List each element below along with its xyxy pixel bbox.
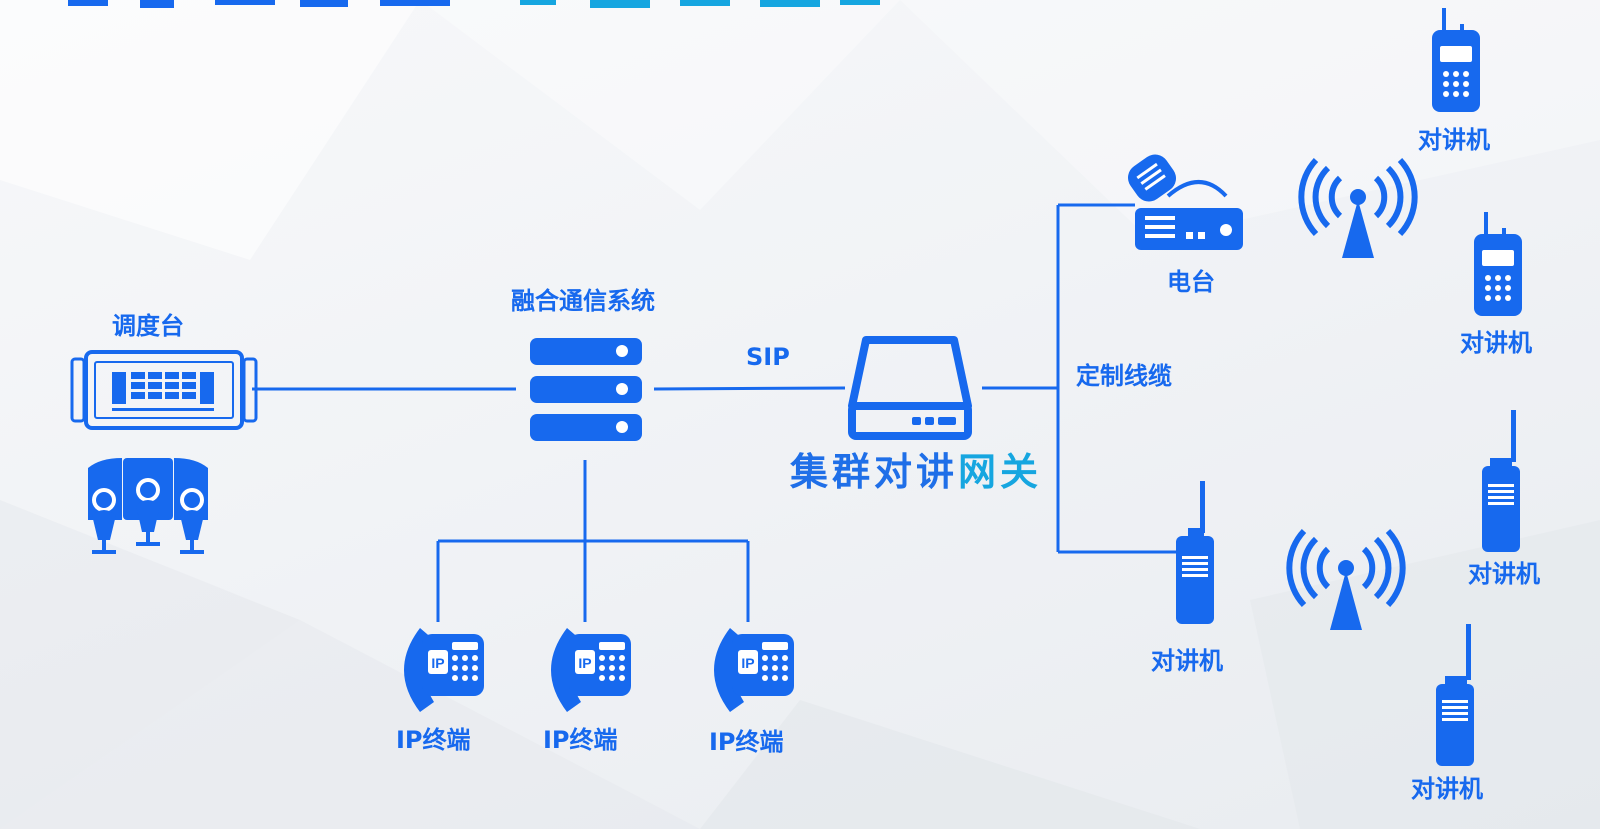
walkie-talkie-icon <box>1176 481 1214 624</box>
walkie-talkie-icon <box>1432 8 1480 112</box>
fusion-system-label: 融合通信系统 <box>511 287 655 315</box>
server-stack-icon <box>530 338 642 441</box>
ip-terminal-label: IP终端 <box>543 726 618 754</box>
gateway-label-part1: 集群对讲 <box>790 450 959 494</box>
walkie-talkie-label: 对讲机 <box>1468 560 1540 588</box>
cropped-title-strokes <box>68 0 880 8</box>
walkie-talkie-label: 对讲机 <box>1418 126 1490 154</box>
gateway-box-icon <box>848 336 972 440</box>
walkie-talkie-icon <box>1482 410 1520 552</box>
cable-edge-label: 定制线缆 <box>1076 362 1172 390</box>
walkie-talkie-label: 对讲机 <box>1151 647 1223 675</box>
radio-station-label: 电台 <box>1167 268 1215 296</box>
ip-phone-icon: IP <box>404 628 484 712</box>
signal-tower-icon <box>1286 528 1406 630</box>
ip-phone-icon: IP <box>551 628 631 712</box>
ip-phone-icon: IP <box>714 628 794 712</box>
walkie-talkie-icon <box>1436 624 1474 766</box>
ip-phone-text: IP <box>741 655 754 671</box>
signal-tower-icon <box>1298 157 1418 258</box>
sip-edge-label: SIP <box>746 343 790 371</box>
walkie-talkie-label: 对讲机 <box>1411 775 1483 803</box>
walkie-talkie-label: 对讲机 <box>1460 329 1532 357</box>
connection-lines <box>252 203 1178 622</box>
gateway-label: 集群对讲网关 <box>790 453 1042 491</box>
ip-phone-text: IP <box>578 655 591 671</box>
ip-terminal-label: IP终端 <box>396 726 471 754</box>
gateway-label-part2: 网关 <box>958 450 1043 494</box>
ip-terminal-label: IP终端 <box>709 728 784 756</box>
line-system-to-gateway <box>653 386 846 391</box>
dispatch-console-label: 调度台 <box>112 312 184 340</box>
radio-station-icon <box>1128 154 1243 250</box>
dispatch-console-icon <box>70 350 258 430</box>
ip-phone-text: IP <box>431 655 444 671</box>
operators-icon <box>88 458 208 554</box>
walkie-talkie-icon <box>1474 212 1522 316</box>
